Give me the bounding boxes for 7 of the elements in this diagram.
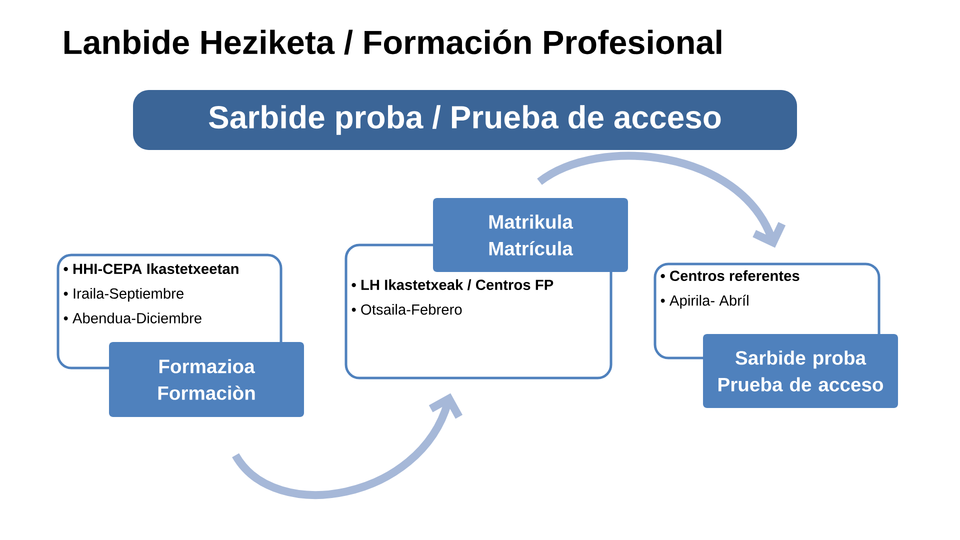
banner: Sarbide proba / Prueba de acceso [133,90,797,150]
stage-label-box: Matrikula Matrícula [433,198,628,272]
page-title: Lanbide Heziketa / Formación Profesional [64,29,722,55]
stage-label-box: Sarbide proba Prueba de acceso [703,334,898,408]
curved-arrow [232,393,463,499]
stage-label-box: Formazioa Formaciòn [109,342,304,417]
curved-arrow [537,152,786,248]
